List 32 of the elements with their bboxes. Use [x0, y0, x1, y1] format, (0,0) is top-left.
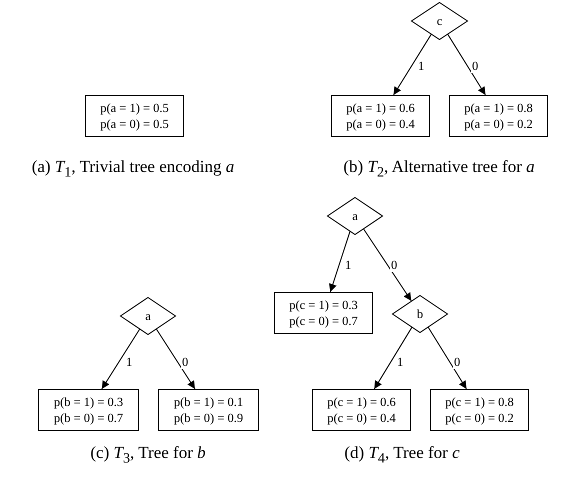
subfigure-caption: (c) T$_{3}$, Tree for b [90, 443, 206, 468]
probability-box: p(c = 1) = 0.3 p(c = 0) = 0.7 [274, 292, 373, 334]
subfigure-caption: (b) T$_{2}$, Alternative tree for a [343, 157, 535, 182]
edge-label: 0 [471, 60, 480, 73]
probability-box: p(c = 1) = 0.8 p(c = 0) = 0.2 [430, 389, 529, 431]
edge-label: 1 [125, 356, 134, 369]
arrow [374, 326, 412, 390]
probability-box: p(a = 1) = 0.8 p(a = 0) = 0.2 [449, 95, 548, 137]
edge-label: 0 [453, 356, 462, 369]
edge-label: 1 [344, 259, 352, 272]
decision-diamond: a [120, 297, 176, 335]
decision-diamond: b [392, 295, 448, 333]
arrow [393, 34, 432, 96]
arrow [328, 231, 350, 292]
decision-diamond: c [411, 2, 468, 40]
probability-box: p(b = 1) = 0.3 p(b = 0) = 0.7 [38, 389, 139, 431]
edge-label: 0 [390, 259, 398, 272]
decision-diamond: a [327, 197, 383, 235]
arrow [428, 326, 467, 390]
arrow [101, 328, 140, 390]
arrow [447, 34, 486, 96]
probability-box: p(a = 1) = 0.5 p(a = 0) = 0.5 [85, 95, 184, 137]
edge-label: 1 [417, 60, 426, 73]
subfigure-caption: (a) T$_{1}$, Trivial tree encoding a [32, 157, 234, 182]
probability-box: p(b = 1) = 0.1 p(b = 0) = 0.9 [158, 389, 259, 431]
probability-box: p(c = 1) = 0.6 p(c = 0) = 0.4 [312, 389, 411, 431]
probability-box: p(a = 1) = 0.6 p(a = 0) = 0.4 [331, 95, 430, 137]
subfigure-caption: (d) T$_{4}$, Tree for c [344, 443, 460, 468]
edge-label: 0 [181, 356, 190, 369]
edge-label: 1 [396, 356, 404, 369]
arrow [363, 228, 412, 302]
arrow [156, 328, 196, 390]
